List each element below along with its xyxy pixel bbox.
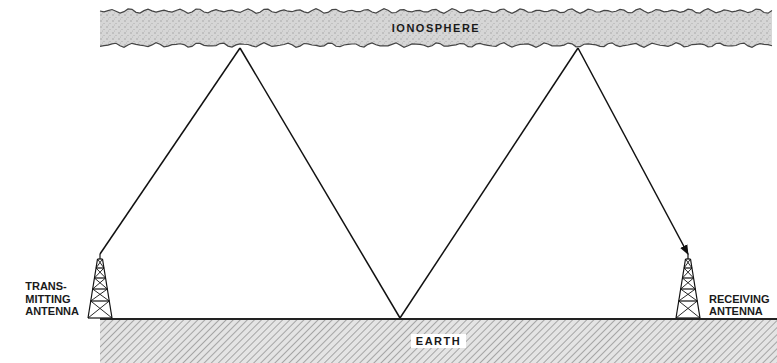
tower-brace [679,289,696,301]
tower-brace [676,301,697,318]
region-label: IONOSPHERE [392,22,480,34]
tower-outline [87,254,113,318]
antenna-label: TRANS- MITTING ANTENNA [25,280,79,318]
tower-rung [684,267,692,268]
radio-path [240,48,400,318]
tower-brace [684,259,690,268]
ground-hatch [100,318,777,363]
tower-brace [88,301,109,318]
tower-brace [681,289,698,301]
earth-ground: EARTH [100,318,777,363]
region-label: EARTH [411,334,466,348]
tower-rung [94,277,105,278]
tower-brace [682,278,695,289]
ground-line [100,318,777,320]
antenna-tower: RECEIVING ANTENNA [675,254,701,318]
tower-brace [686,259,692,268]
tower-brace [681,278,694,289]
tower-tip [687,254,688,259]
radio-path [400,48,578,318]
tower-outline [675,254,701,318]
tower-brace [684,268,694,278]
tower-brace [93,289,110,301]
radio-path [100,48,240,254]
tower-rung [96,267,104,268]
tower-brace [96,259,102,268]
tower-brace [93,278,106,289]
tower-rung [91,300,110,301]
tower-brace [96,268,106,278]
tower-brace [91,289,108,301]
tower-brace [91,301,112,318]
antenna-label: RECEIVING ANTENNA [709,293,770,318]
ionosphere-band: IONOSPHERE [100,8,772,48]
tower-brace [682,268,692,278]
tower-rung [681,288,696,289]
band-edge [100,43,772,48]
band-edge [100,9,772,14]
tower-rung [682,277,693,278]
tower-rung [679,300,698,301]
radio-path [578,48,688,254]
tower-brace [98,259,104,268]
antenna-tower: TRANS- MITTING ANTENNA [87,254,113,318]
band-fill [100,9,772,48]
tower-rung [93,288,108,289]
tower-brace [94,278,107,289]
tower-brace [94,268,104,278]
tower-tip [99,254,100,259]
tower-brace [679,301,700,318]
